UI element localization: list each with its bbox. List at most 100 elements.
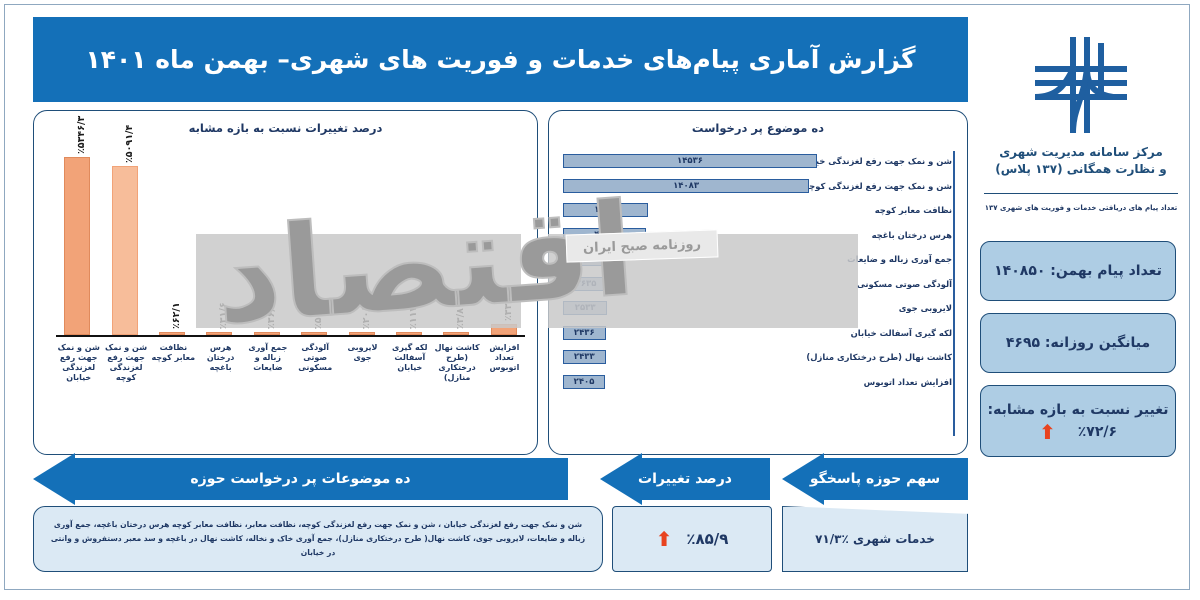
stat-card-message-count: تعداد پیام بهمن: ۱۴۰۸۵۰ xyxy=(980,241,1176,301)
vertical-bar-category-label: آلودگی صوتی مسکونی xyxy=(298,343,333,372)
arrow-responder-share: سهم حوزه پاسخگو xyxy=(782,453,968,505)
stat-change-label: تغییر نسبت به بازه مشابه: xyxy=(987,401,1169,418)
horizontal-bar-value-label: ۲۴۰۵ xyxy=(573,376,595,387)
horizontal-bar-category-label: نظافت معابر کوچه xyxy=(874,205,952,216)
vertical-bar xyxy=(490,324,517,336)
responder-share-box: خدمات شهری ٪۷۱/۳ xyxy=(782,506,968,572)
vertical-bar-slot: ٪۳۶/۲- xyxy=(246,147,288,336)
vertical-bar-slot: ٪۶۲/۱ xyxy=(151,147,193,336)
vertical-bar-slot: ٪۵۰/۹- xyxy=(293,147,335,336)
horizontal-bar: ۱۴۰۸۳ xyxy=(563,178,810,193)
topics-detail-text: شن و نمک جهت رفع لغزندگی خیابان ، شن و ن… xyxy=(50,520,586,557)
vertical-bar-value-label: ٪۵۰/۹- xyxy=(313,298,325,330)
horizontal-bar-row: نظافت معابر کوچه ۴۸۷۷ xyxy=(563,198,955,223)
vertical-bar-category-label: افزایش تعداد اتوبوس xyxy=(489,343,520,372)
top-topics-panel: ده موضوع پر درخواست شن و نمک جهت رفع لغز… xyxy=(548,110,968,455)
sidebar-caption: تعداد پیام های دریافتی خدمات و فوریت های… xyxy=(984,204,1178,212)
horizontal-bar-track: ۲۶۳۵ xyxy=(563,272,817,297)
horizontal-bar-category-label: افزایش تعداد اتوبوس xyxy=(863,376,952,387)
vertical-bar-value-label: ٪۳/۸ xyxy=(455,308,467,330)
horizontal-bar-track: ۱۴۵۳۶ xyxy=(563,149,817,174)
arrow-responder-share-head xyxy=(782,453,824,505)
organization-name-line2: و نظارت همگانی (۱۳۷ پلاس) xyxy=(995,162,1167,176)
percent-change-box: ⬆ ٪۸۵/۹ xyxy=(612,506,772,572)
arrow-responder-share-label: سهم حوزه پاسخگو xyxy=(809,471,941,487)
vertical-bar xyxy=(111,165,138,336)
horizontal-bar-category-label: آلودگی صوتی مسکونی xyxy=(856,278,952,289)
watermark-ribbon: روزنامه صبح ایران xyxy=(565,229,719,263)
horizontal-bar-row: آلودگی صوتی مسکونی ۲۶۳۵ xyxy=(563,272,955,297)
vertical-bar-value-label: ٪۲۰/۹ xyxy=(360,302,372,330)
vertical-bar-value-label: ٪۳۶/۲- xyxy=(265,298,277,330)
arrow-percent-change-label: درصد تغییرات xyxy=(638,471,732,487)
horizontal-bar: ۲۴۰۵ xyxy=(563,374,606,389)
arrow-percent-change-shaft xyxy=(642,458,770,500)
vertical-bar-value-label: ٪۳۳۷/۳ xyxy=(502,288,514,322)
arrow-ten-topics-shaft xyxy=(75,458,568,500)
vertical-bar xyxy=(301,332,328,336)
vertical-bar-category-label: کاشت نهال (طرح درختکاری منازل) xyxy=(434,343,480,382)
topics-detail-box: شن و نمک جهت رفع لغزندگی خیابان ، شن و ن… xyxy=(33,506,603,572)
percent-change-panel-title: درصد تغییرات نسبت به بازه مشابه xyxy=(188,121,383,135)
horizontal-bar-category-label: شن و نمک جهت رفع لغزندگی کوچه xyxy=(804,180,952,191)
horizontal-bar-value-label: ۱۴۰۸۳ xyxy=(673,180,700,191)
horizontal-bar-row: کاشت نهال (طرح درختکاری منازل)۲۴۳۳ xyxy=(563,345,955,370)
horizontal-bar-track: ۲۵۳۳ xyxy=(563,296,817,321)
arrow-ten-topics-label: ده موضوعات پر درخواست حوزه xyxy=(190,471,411,487)
vertical-bar-value-label: ٪۳۱/۶ xyxy=(218,302,230,330)
vertical-bar-slot: ٪۳۱/۶ xyxy=(198,147,240,336)
sidebar: مرکز سامانه مدیریت شهری و نظارت همگانی (… xyxy=(968,17,1194,457)
arrow-percent-change-head xyxy=(600,453,642,505)
arrow-up-icon: ⬆ xyxy=(1038,419,1056,444)
horizontal-bar-category-label: هرس درختان باغچه xyxy=(871,229,952,240)
vertical-bar-value-label: ٪۱۱۷/۷ xyxy=(408,296,420,329)
horizontal-bar-track: ۲۴۰۵ xyxy=(563,370,817,395)
horizontal-bar-category-label: لایروبی جوی xyxy=(898,303,952,314)
vertical-bar-category-label: جمع آوری زباله و ضایعات xyxy=(248,343,288,372)
vertical-bar xyxy=(348,332,375,336)
horizontal-bar-category-label: جمع آوری زباله و ضایعات xyxy=(847,254,952,265)
horizontal-bar: ۲۵۳۳ xyxy=(563,301,608,316)
horizontal-bar: ۱۴۵۳۶ xyxy=(563,154,817,169)
vertical-bar-slot: ٪۳/۸ xyxy=(435,147,477,336)
vertical-bar-category-label: شن و نمک جهت رفع لغزندگی کوچه xyxy=(104,343,148,382)
organization-logo xyxy=(978,27,1184,142)
horizontal-bar-track: ۲۴۳۳ xyxy=(563,345,817,370)
responder-share-text: خدمات شهری ٪۷۱/۳ xyxy=(815,532,935,546)
vertical-bar xyxy=(396,331,423,336)
vertical-bar xyxy=(158,332,185,336)
organization-name: مرکز سامانه مدیریت شهری و نظارت همگانی (… xyxy=(968,144,1194,178)
vertical-bar xyxy=(64,157,91,336)
horizontal-bar: ۲۶۳۵ xyxy=(563,276,610,291)
horizontal-bar: ۴۸۷۷ xyxy=(563,203,649,218)
vertical-bar-category-label: لکه گیری آسفالت خیابان xyxy=(392,343,428,372)
percent-change-inner: ⬆ ٪۸۵/۹ xyxy=(655,527,729,551)
horizontal-bar-row: شن و نمک جهت رفع لغزندگی کوچه ۱۴۰۸۳ xyxy=(563,174,955,199)
vertical-bar xyxy=(206,332,233,336)
horizontal-bar-value-label: ۴۸۷۷ xyxy=(595,205,616,216)
horizontal-bar-value-label: ۲۶۳۵ xyxy=(575,278,597,289)
arrow-ten-topics-head xyxy=(33,453,75,505)
vertical-bar-slot: ٪۱۱۷/۷ xyxy=(388,147,430,336)
horizontal-bar-value-label: ۲۴۳۶ xyxy=(573,327,595,338)
vertical-chart-baseline xyxy=(56,335,525,337)
vertical-bar-category-label: شن و نمک جهت رفع لغزندگی خیابان xyxy=(57,343,100,382)
horizontal-bar: ۲۴۳۳ xyxy=(563,350,606,365)
vertical-bar-slot: ٪۳۳۷/۳ xyxy=(483,147,525,336)
stat-daily-average-label: میانگین روزانه: ۴۶۹۵ xyxy=(1005,335,1151,351)
vertical-bar-value-label: ٪۵۰۹۱/۴ xyxy=(123,124,135,163)
horizontal-bar-row: لایروبی جوی ۲۵۳۳ xyxy=(563,296,955,321)
arrow-up-icon: ⬆ xyxy=(655,527,673,551)
stat-message-count-label: تعداد پیام بهمن: ۱۴۰۸۵۰ xyxy=(994,263,1162,279)
vertical-bar-slot: ٪۲۰/۹ xyxy=(341,147,383,336)
percent-change-panel: درصد تغییرات نسبت به بازه مشابه ٪۵۳۴۶/۳ ٪… xyxy=(33,110,538,455)
page-frame xyxy=(4,4,1190,590)
horizontal-bar-row: افزایش تعداد اتوبوس ۲۴۰۵ xyxy=(563,370,955,395)
vertical-bar-slot: ٪۵۳۴۶/۳ xyxy=(56,116,98,336)
horizontal-bar-track: ۱۴۰۸۳ xyxy=(563,174,817,199)
